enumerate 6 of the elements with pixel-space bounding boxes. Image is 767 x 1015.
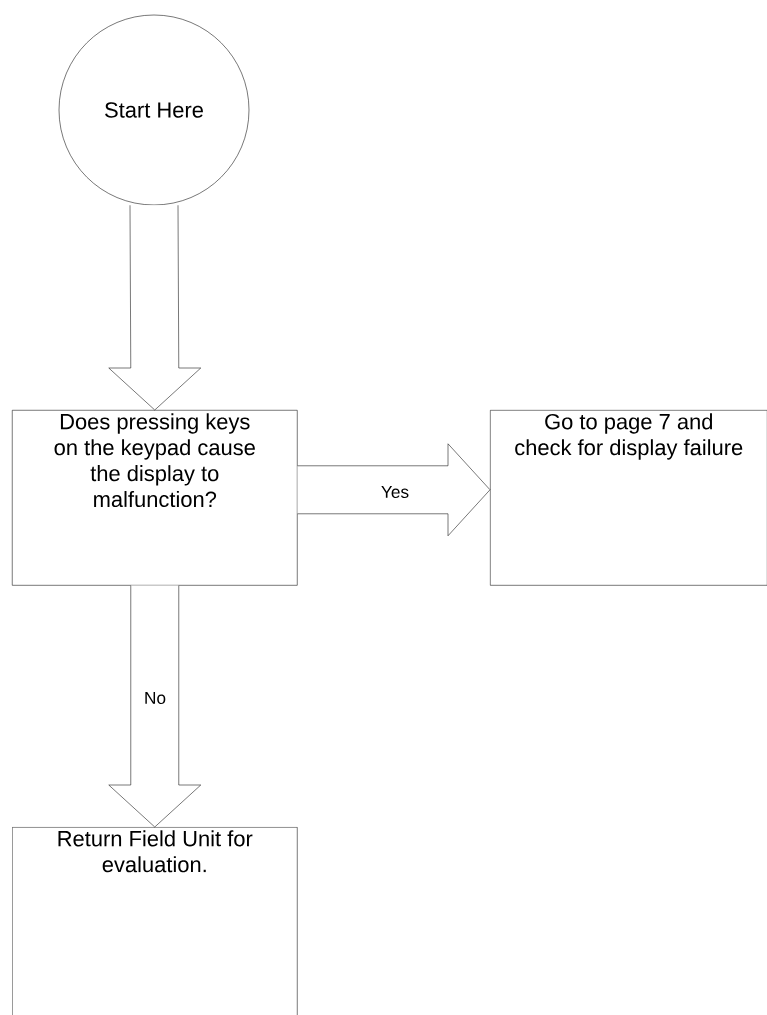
block-arrow: [108, 205, 202, 411]
process-box: Return Field Unit for evaluation.: [12, 827, 298, 1015]
block-arrow: [297, 443, 491, 537]
process-box: Go to page 7 and check for display failure: [490, 410, 767, 586]
block-arrow: [108, 585, 202, 828]
process-box: Does pressing keys on the keypad cause the display to malfunction?: [12, 410, 298, 586]
